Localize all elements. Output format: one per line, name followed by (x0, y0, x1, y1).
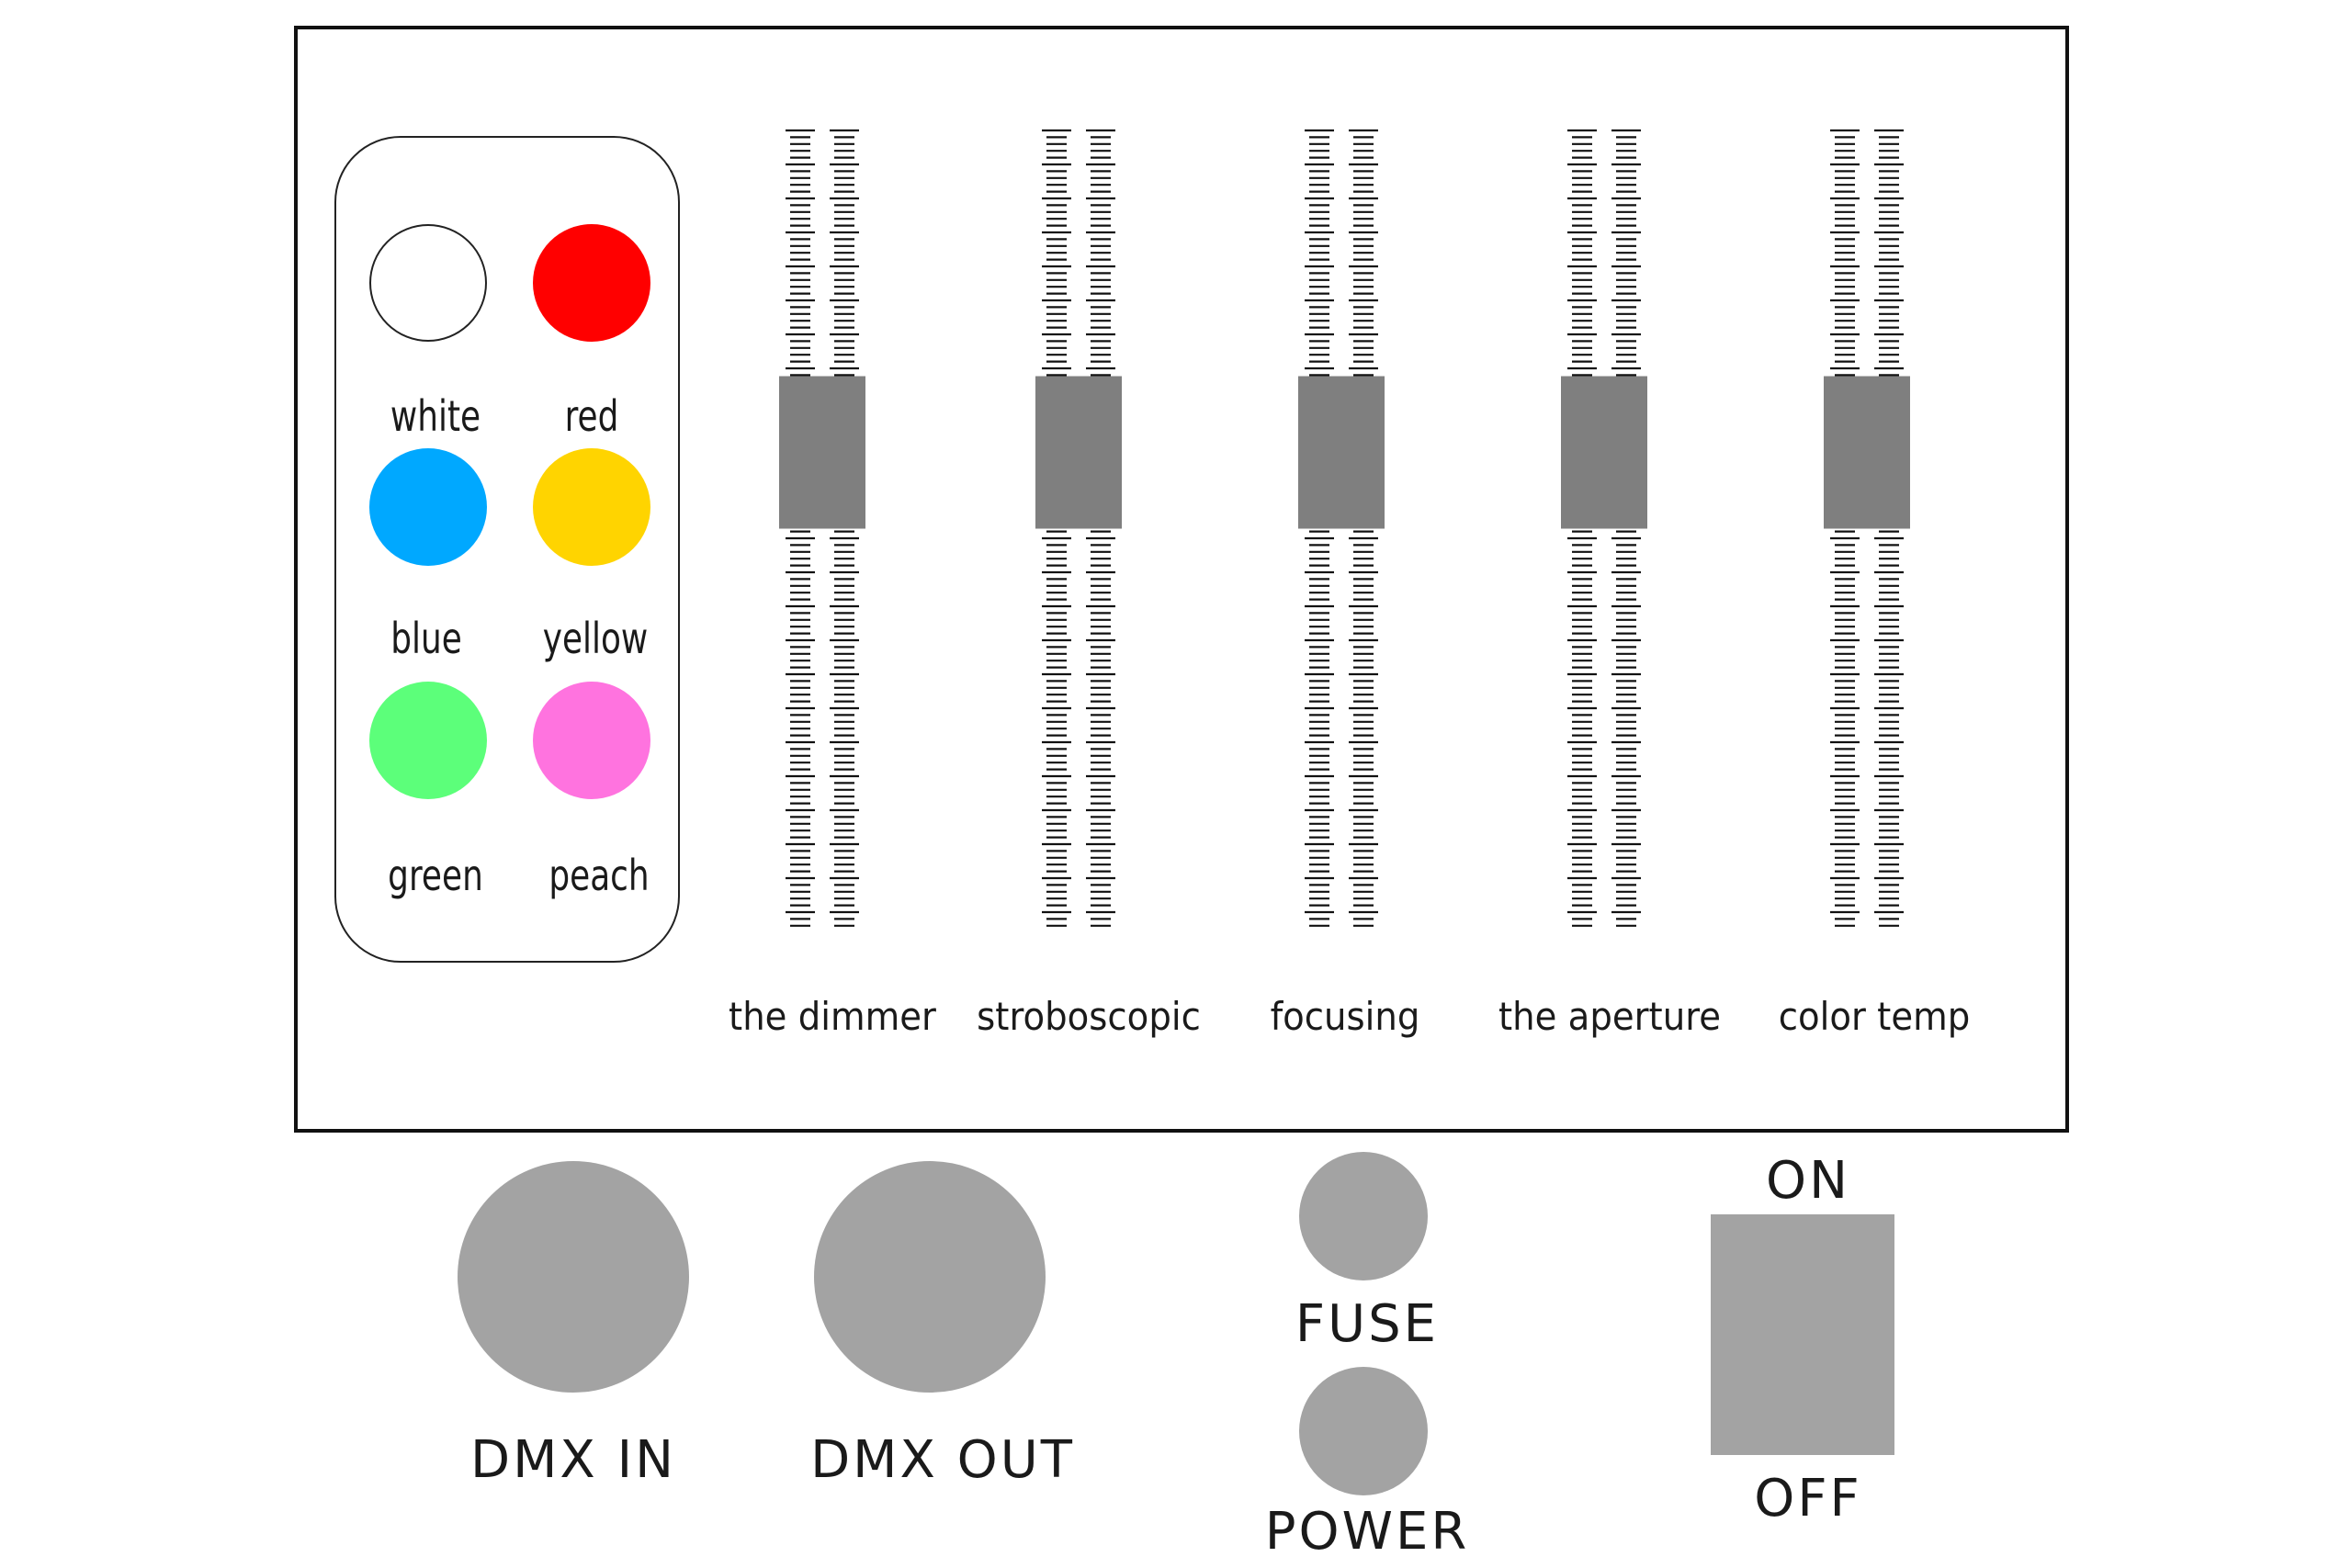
fuse-label: FUSE (1295, 1294, 1440, 1354)
color-remote (334, 136, 680, 963)
fader-knob[interactable] (1561, 376, 1647, 529)
fader-4[interactable] (1561, 129, 1647, 927)
white-label: white (390, 391, 481, 441)
white-color-button[interactable] (369, 224, 487, 342)
fader-knob[interactable] (779, 376, 865, 529)
power-switch[interactable] (1711, 1214, 1894, 1455)
dmx-in-port[interactable] (458, 1161, 689, 1393)
fader-label-focusing: focusing (1270, 994, 1420, 1039)
fader-label-color-temp: color temp (1778, 994, 1971, 1039)
blue-color-button[interactable] (369, 448, 487, 566)
control-panel (294, 26, 2069, 1133)
fader-3[interactable] (1298, 129, 1385, 927)
red-color-button[interactable] (533, 224, 650, 342)
power-socket[interactable] (1299, 1367, 1428, 1495)
dmx-out-label: DMX OUT (810, 1430, 1075, 1490)
green-color-button[interactable] (369, 682, 487, 799)
fader-knob[interactable] (1035, 376, 1122, 529)
peach-color-button[interactable] (533, 682, 650, 799)
fader-label-dimmer: the dimmer (729, 994, 936, 1039)
fader-knob[interactable] (1824, 376, 1910, 529)
fader-knob[interactable] (1298, 376, 1385, 529)
fader-1[interactable] (779, 129, 865, 927)
power-label: POWER (1264, 1502, 1470, 1562)
fader-2[interactable] (1035, 129, 1122, 927)
dmx-out-port[interactable] (814, 1161, 1046, 1393)
red-label: red (564, 391, 619, 441)
dmx-in-label: DMX IN (469, 1430, 676, 1490)
blue-label: blue (390, 614, 462, 663)
yellow-color-button[interactable] (533, 448, 650, 566)
fader-5[interactable] (1824, 129, 1910, 927)
fader-label-stroboscopic: stroboscopic (977, 994, 1201, 1039)
fuse-holder[interactable] (1299, 1152, 1428, 1280)
yellow-label: yellow (542, 614, 649, 663)
switch-off-label: OFF (1754, 1469, 1862, 1529)
switch-on-label: ON (1766, 1151, 1850, 1211)
green-label: green (388, 851, 483, 900)
fader-label-aperture: the aperture (1498, 994, 1722, 1039)
peach-label: peach (548, 851, 650, 900)
